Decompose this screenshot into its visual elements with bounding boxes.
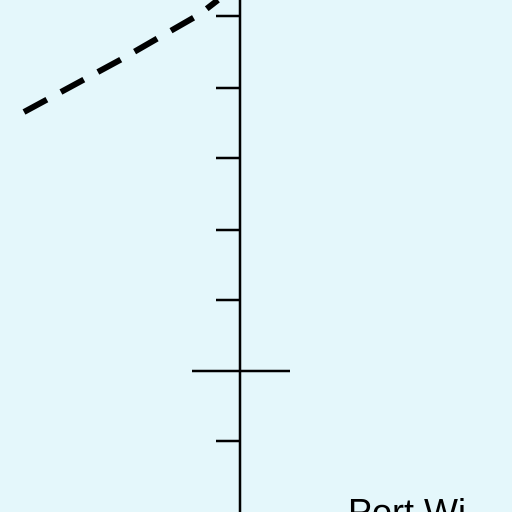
port-label: Port Wi [348, 491, 466, 512]
dashed-curve [22, 0, 220, 115]
